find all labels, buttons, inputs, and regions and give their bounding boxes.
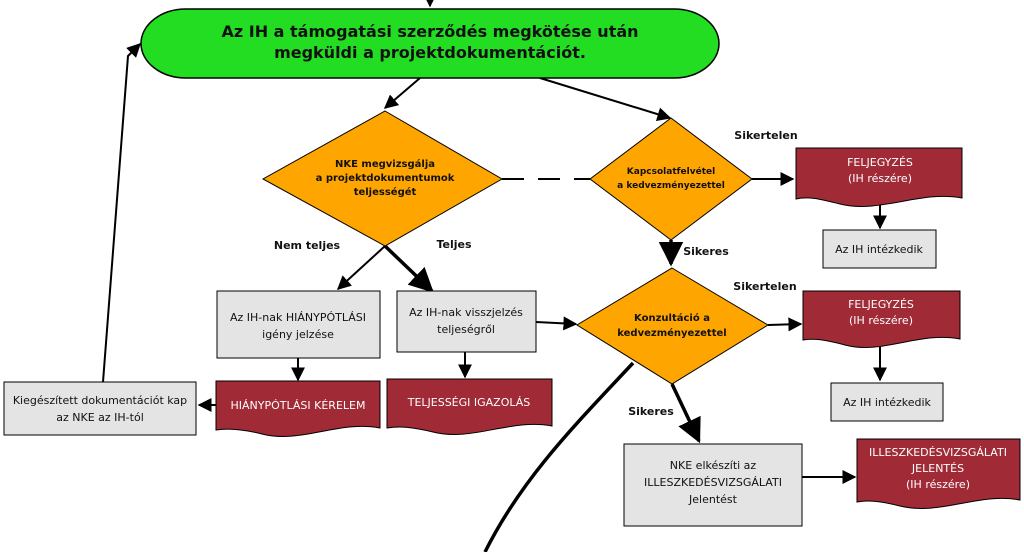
doc-note-1-line2: (IH részére) <box>848 172 912 185</box>
doc-request: HIÁNYPÓTLÁSI KÉRELEM <box>215 380 381 437</box>
process-ih-action-2-text: Az IH intézkedik <box>843 396 931 409</box>
doc-request-text: HIÁNYPÓTLÁSI KÉRELEM <box>231 399 366 412</box>
arrow-feedback-to-consult <box>535 316 578 331</box>
decision-completeness-line1: NKE megvizsgálja <box>335 158 435 170</box>
process-missing: Az IH-nak HIÁNYPÓTLÁSI igény jelzése <box>216 290 381 359</box>
process-feedback: Az IH-nak visszjelzés teljeségről <box>396 290 537 353</box>
doc-certificate-text: TELJESSÉGI IGAZOLÁS <box>407 396 531 409</box>
start-terminator: Az IH a támogatási szerződés megkötése u… <box>140 8 720 79</box>
start-line2: megküldi a projektdokumentációt. <box>274 43 586 62</box>
start-line1: Az IH a támogatási szerződés megkötése u… <box>221 22 638 41</box>
doc-report-line3: (IH részére) <box>906 478 970 491</box>
process-ih-action-1: Az IH intézkedik <box>822 229 937 269</box>
process-missing-line1: Az IH-nak HIÁNYPÓTLÁSI <box>230 311 366 324</box>
decision-completeness: NKE megvizsgálja a projektdokumentumok t… <box>261 110 504 247</box>
process-missing-line2: igény jelzése <box>262 328 334 341</box>
process-report: NKE elkészíti az ILLESZKEDÉSVIZSGÁLATI J… <box>623 443 803 527</box>
arrow-loop-back <box>102 43 141 383</box>
label-not-complete: Nem teljes <box>274 239 341 252</box>
label-successful-1: Sikeres <box>683 245 729 258</box>
decision-consult-line2: kedvezményezettel <box>617 327 726 339</box>
arrow-consult-to-note2 <box>767 317 803 332</box>
process-report-line1: NKE elkészíti az <box>670 459 757 472</box>
decision-contact: Kapcsolatfelvétel a kedvezményezettel <box>589 117 753 241</box>
decision-consult-line1: Konzultáció a <box>634 312 710 324</box>
process-ih-action-2: Az IH intézkedik <box>830 382 944 422</box>
process-report-line3: Jelentést <box>688 493 738 506</box>
label-successful-2: Sikeres <box>628 405 674 418</box>
label-complete: Teljes <box>436 238 472 251</box>
process-feedback-line1: Az IH-nak visszjelzés <box>409 306 523 319</box>
long-curve-connector <box>483 361 635 552</box>
decision-completeness-line3: teljességét <box>354 186 417 198</box>
doc-note-1-line1: FELJEGYZÉS <box>847 156 913 169</box>
label-unsuccessful-1: Sikertelen <box>734 129 797 142</box>
doc-note-2: FELJEGYZÉS (IH részére) <box>802 290 961 348</box>
doc-note-2-line2: (IH részére) <box>849 314 913 327</box>
doc-report: ILLESZKEDÉSVIZSGÁLATI JELENTÉS (IH részé… <box>856 438 1021 509</box>
label-unsuccessful-2: Sikertelen <box>733 280 796 293</box>
process-supplemented-line1: Kiegészített dokumentációt kap <box>13 394 187 407</box>
doc-note-1: FELJEGYZÉS (IH részére) <box>795 147 963 207</box>
decision-contact-line1: Kapcsolatfelvétel <box>627 166 715 177</box>
decision-consult: Konzultáció a kedvezményezettel <box>576 267 769 385</box>
process-ih-action-1-text: Az IH intézkedik <box>835 243 923 256</box>
arrow-start-to-check <box>383 77 421 109</box>
process-feedback-line2: teljeségről <box>437 323 495 336</box>
process-supplemented-line2: az NKE az IH-tól <box>56 411 144 424</box>
doc-report-line2: JELENTÉS <box>911 462 964 475</box>
arrow-consult-to-report <box>670 383 701 444</box>
doc-report-line1: ILLESZKEDÉSVIZSGÁLATI <box>869 446 1007 459</box>
arrow-start-to-contact <box>539 77 672 121</box>
arrow-check-to-missing <box>336 245 386 290</box>
doc-note-2-line1: FELJEGYZÉS <box>848 298 914 311</box>
decision-contact-line2: a kedvezményezettel <box>617 180 725 191</box>
arrow-check-to-feedback <box>383 244 434 293</box>
decision-completeness-line2: a projektdokumentumok <box>316 173 455 184</box>
process-report-line2: ILLESZKEDÉSVIZSGÁLATI <box>644 476 782 489</box>
doc-certificate: TELJESSÉGI IGAZOLÁS <box>386 378 553 435</box>
process-supplemented: Kiegészített dokumentációt kap az NKE az… <box>3 381 197 436</box>
